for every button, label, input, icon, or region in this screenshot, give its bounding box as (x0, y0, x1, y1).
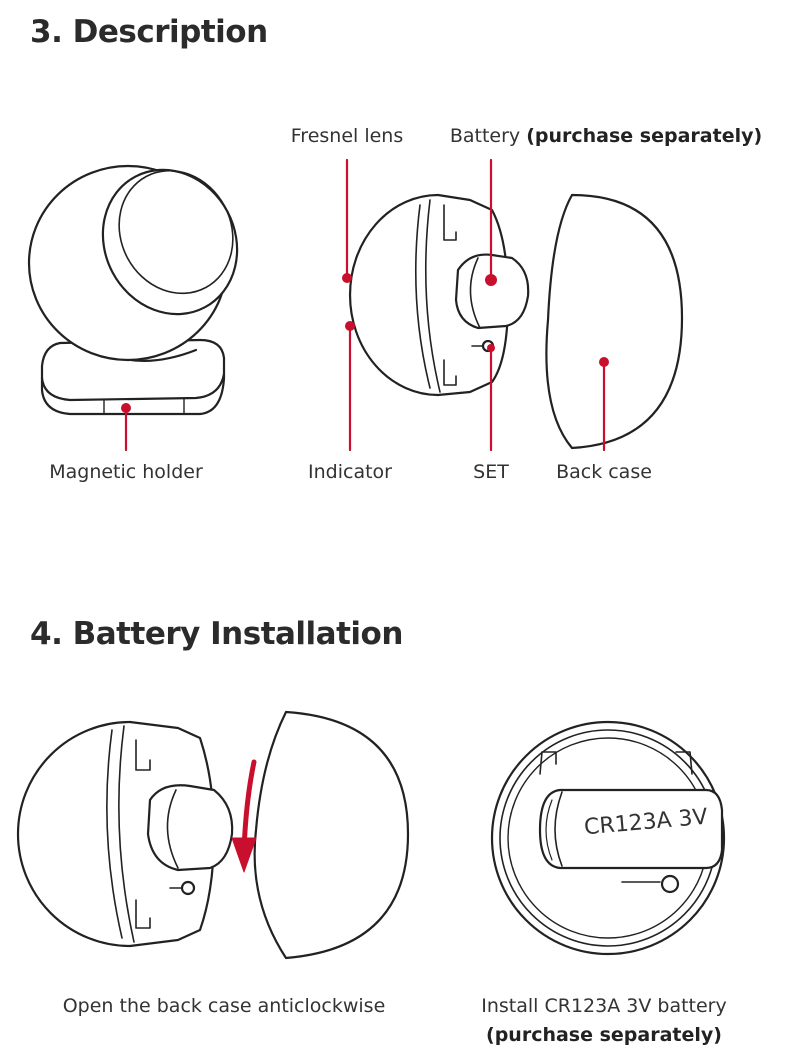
label-fresnel-lens: Fresnel lens (290, 125, 404, 147)
label-battery: Battery (purchase separately) (450, 125, 762, 147)
callout-dots (121, 273, 609, 413)
callout-lines (124, 158, 606, 452)
battery-installed-illustration (490, 720, 726, 956)
opening-back-case-illustration (16, 710, 410, 960)
sensor-front-half-illustration (348, 193, 530, 397)
label-magnetic-holder: Magnetic holder (49, 461, 203, 483)
label-back-case: Back case (556, 461, 652, 483)
step2-caption: Install CR123A 3V battery (481, 995, 727, 1017)
label-battery-text: Battery (449, 125, 521, 147)
back-case-illustration (545, 193, 684, 450)
step2-note-text: (purchase separately) (486, 1024, 722, 1046)
sensor-on-magnetic-holder-illustration (27, 164, 239, 416)
label-battery-note: (purchase separately) (526, 125, 763, 147)
label-indicator: Indicator (308, 461, 392, 483)
anticlockwise-arrow-icon (231, 759, 257, 873)
installation-heading: 4. Battery Installation (30, 616, 403, 652)
step2-note: (purchase separately) (486, 1024, 722, 1046)
label-set: SET (473, 461, 509, 483)
step1-caption: Open the back case anticlockwise (62, 995, 386, 1017)
description-heading: 3. Description (30, 14, 268, 50)
